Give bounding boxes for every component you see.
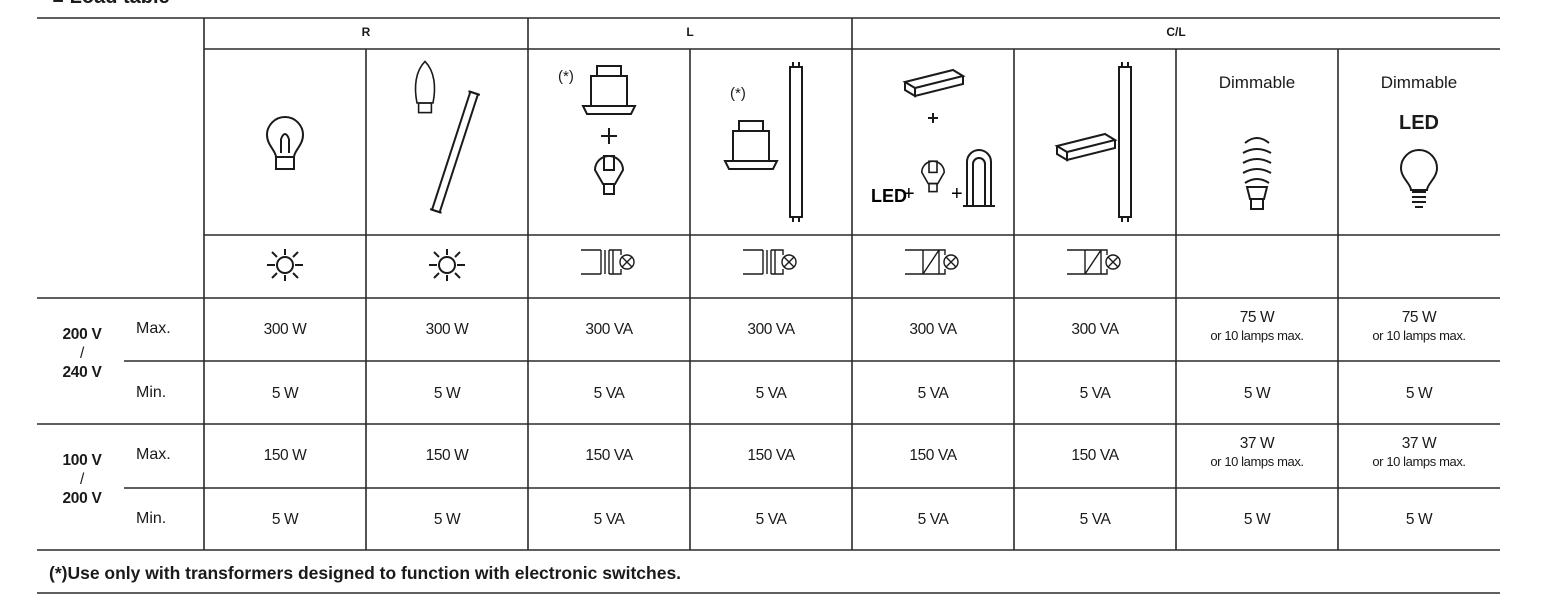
max-value: 150 VA <box>747 447 795 464</box>
min-value: 5 W <box>1243 385 1271 402</box>
transformer-symbol-icon <box>528 247 690 277</box>
min-value: 5 W <box>271 511 299 528</box>
max-label: Max. <box>136 446 171 463</box>
lamp-symbol-icon <box>204 247 366 283</box>
lamp-symbol-icon <box>267 249 303 281</box>
column-illustration-5: LED++ <box>852 50 1014 234</box>
min-value: 5 W <box>1405 511 1433 528</box>
group-header-cl: C/L <box>1166 25 1186 39</box>
incandescent-bulb-icon <box>265 116 305 170</box>
min-value: 5 VA <box>917 385 949 402</box>
max-value: 300 W <box>263 321 307 338</box>
max-value-note: or 10 lamps max. <box>1210 454 1304 469</box>
min-value: 5 W <box>1405 385 1433 402</box>
column-illustration-4 <box>690 50 852 234</box>
column-illustration-8 <box>1338 50 1500 234</box>
halogen-lamp-icon <box>414 60 481 214</box>
svg-text:LED: LED <box>871 186 907 206</box>
group-header-r: R <box>361 25 371 39</box>
max-value: 37 W <box>1401 435 1437 452</box>
min-label: Min. <box>136 384 167 401</box>
max-value-cell: 75 W or 10 lamps max. <box>1176 309 1338 345</box>
max-value: 300 VA <box>585 321 633 338</box>
max-value: 150 VA <box>1071 447 1119 464</box>
max-value: 150 W <box>263 447 307 464</box>
max-value: 75 W <box>1239 309 1275 326</box>
max-value: 300 VA <box>747 321 795 338</box>
min-value: 5 VA <box>1079 385 1111 402</box>
voltage-top: 200 V <box>62 326 102 343</box>
max-value: 75 W <box>1401 309 1437 326</box>
cfl-bulb-icon <box>1242 137 1272 210</box>
min-value: 5 VA <box>593 511 625 528</box>
max-value-cell: 37 W or 10 lamps max. <box>1338 435 1500 471</box>
dimmable-label: Dimmable <box>1380 73 1458 92</box>
transformer-note-marker: (*) <box>730 85 746 102</box>
max-value-note: or 10 lamps max. <box>1372 328 1466 343</box>
column-illustration-6 <box>1014 50 1176 234</box>
column-illustration-3 <box>528 50 690 234</box>
voltage-separator: / <box>79 471 84 488</box>
min-value: 5 VA <box>755 511 787 528</box>
dimmable-label: Dimmable <box>1218 73 1296 92</box>
voltage-top: 100 V <box>62 452 102 469</box>
ballast-symbol-icon <box>1014 247 1176 277</box>
min-value: 5 VA <box>1079 511 1111 528</box>
transformer-symbol-icon <box>690 247 852 277</box>
max-value-cell: 75 W or 10 lamps max. <box>1338 309 1500 345</box>
max-value: 300 W <box>425 321 469 338</box>
transformer-plus-halogen-icon <box>581 65 637 195</box>
voltage-separator: / <box>79 345 84 362</box>
max-label: Max. <box>136 320 171 337</box>
max-value-note: or 10 lamps max. <box>1372 454 1466 469</box>
column-illustration-2 <box>366 50 528 234</box>
led-label: LED <box>1399 112 1439 134</box>
max-value-cell: 37 W or 10 lamps max. <box>1176 435 1338 471</box>
ballast-symbol-icon <box>905 249 959 275</box>
svg-text:+: + <box>951 183 963 205</box>
max-value-note: or 10 lamps max. <box>1210 328 1304 343</box>
transformer-symbol-icon <box>743 249 797 275</box>
voltage-label: 200 V / 240 V <box>42 323 122 385</box>
min-value: 5 W <box>433 511 461 528</box>
section-title: ■ Load table <box>52 0 170 9</box>
transformer-symbol-icon <box>581 249 635 275</box>
column-illustration-7 <box>1176 50 1338 234</box>
lamp-symbol-icon <box>366 247 528 283</box>
min-value: 5 W <box>271 385 299 402</box>
max-value: 150 W <box>425 447 469 464</box>
voltage-label: 100 V / 200 V <box>42 449 122 511</box>
min-value: 5 VA <box>593 385 625 402</box>
max-value: 37 W <box>1239 435 1275 452</box>
max-value: 150 VA <box>909 447 957 464</box>
column-illustration-1 <box>204 50 366 234</box>
min-value: 5 W <box>433 385 461 402</box>
max-value: 300 VA <box>1071 321 1119 338</box>
min-value: 5 VA <box>755 385 787 402</box>
footnote: (*)Use only with transformers designed t… <box>49 563 682 583</box>
electronic-ballast-led-icon: LED++ <box>871 68 995 207</box>
ballast-fluorescent-icon <box>1054 62 1132 222</box>
max-value: 150 VA <box>585 447 633 464</box>
min-value: 5 W <box>1243 511 1271 528</box>
min-label: Min. <box>136 510 167 527</box>
group-header-l: L <box>686 25 694 39</box>
ballast-symbol-icon <box>852 247 1014 277</box>
svg-text:+: + <box>903 183 915 205</box>
max-value: 300 VA <box>909 321 957 338</box>
lamp-symbol-icon <box>429 249 465 281</box>
transformer-note-marker: (*) <box>558 68 574 85</box>
min-value: 5 VA <box>917 511 949 528</box>
voltage-bottom: 200 V <box>62 490 102 507</box>
voltage-bottom: 240 V <box>62 364 102 381</box>
transformer-fluorescent-icon <box>723 62 803 222</box>
ballast-symbol-icon <box>1067 249 1121 275</box>
led-bulb-icon <box>1399 149 1439 208</box>
